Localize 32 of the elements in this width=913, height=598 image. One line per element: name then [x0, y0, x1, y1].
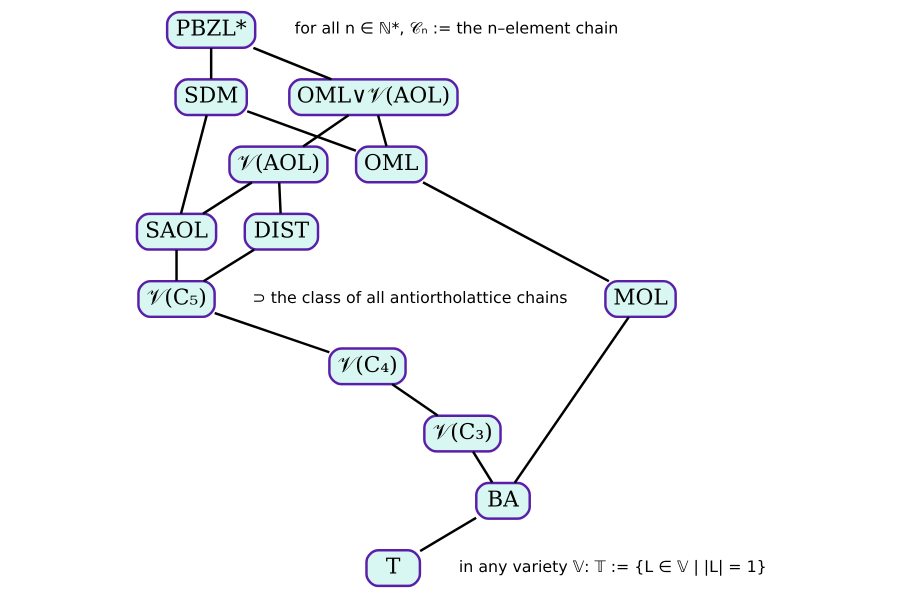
node-box: MOL [604, 280, 676, 318]
connector [419, 516, 476, 552]
node-box: DIST [243, 212, 319, 251]
connector [513, 316, 630, 484]
connector [376, 115, 388, 147]
label: in any variety 𝕍: 𝕋 := {L ∈ 𝕍 | |L| = 1} [458, 556, 766, 576]
node-box: 𝒱(C₄) [328, 347, 406, 386]
connector [390, 383, 438, 417]
node-box: T [364, 549, 421, 588]
connector [209, 48, 212, 79]
connector [472, 451, 493, 484]
node-box: OML [354, 145, 428, 184]
node-box: 𝒱(AOL) [228, 145, 328, 184]
node-box: SDM [174, 78, 248, 116]
node-label: ⊃ the class of all antiortholattice chains [252, 288, 568, 307]
connector [174, 250, 178, 281]
node-box: BA [474, 482, 530, 520]
label: for all n ∈ ℕ*, 𝒞ₙ := the n–element chain [294, 18, 618, 38]
node-box: OML∨𝒱(AOL) [288, 78, 458, 116]
node-box: 𝒱(C₅) [136, 280, 216, 318]
connector [252, 46, 332, 80]
connector [202, 181, 252, 215]
connector [302, 114, 349, 148]
connector [422, 181, 609, 282]
connector [214, 312, 330, 354]
connector [202, 248, 254, 282]
connector [277, 182, 282, 214]
node-box: SAOL [135, 212, 217, 251]
connector [179, 114, 208, 214]
node-box: 𝒱(C₃) [422, 414, 502, 453]
node-box: PBZL* [165, 10, 256, 49]
connector [246, 110, 356, 152]
